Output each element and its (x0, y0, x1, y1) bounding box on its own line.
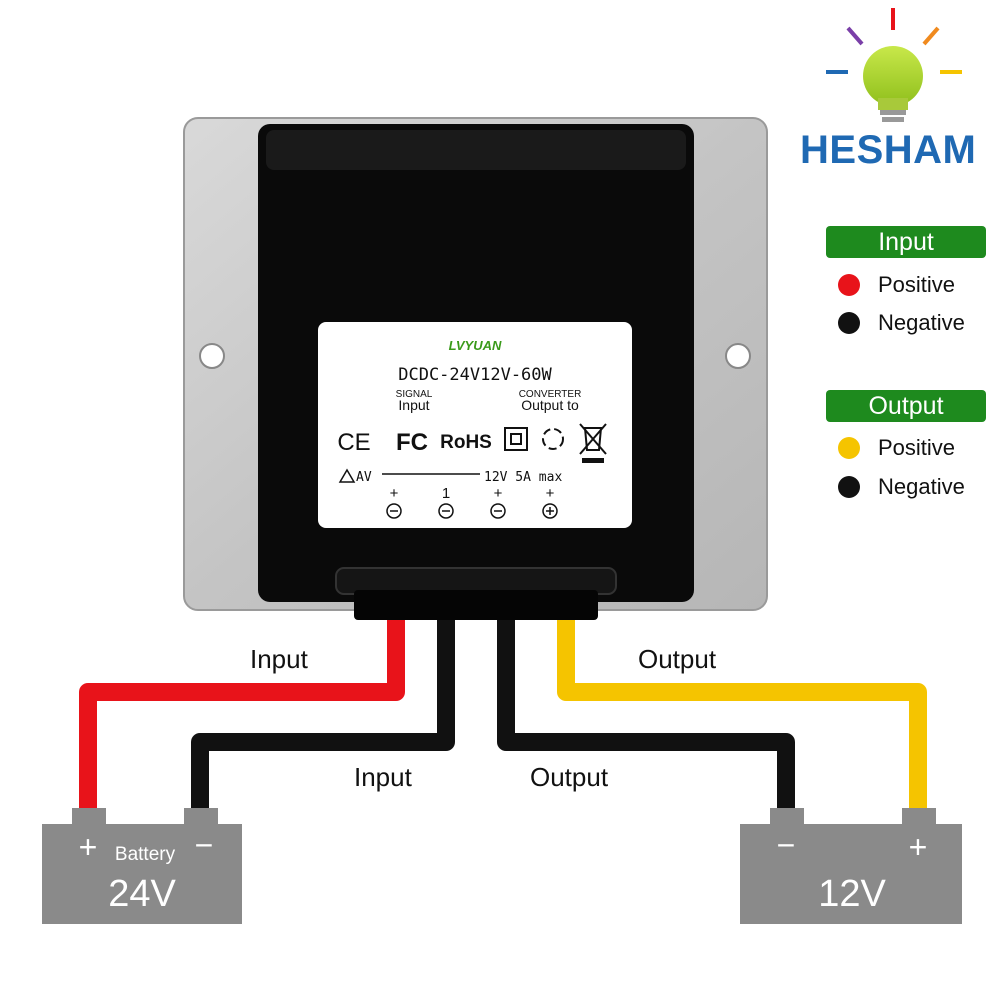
input-battery-terminal-positive (72, 808, 106, 826)
label-output-to: Output to (521, 397, 579, 413)
warning-triangle-icon (338, 468, 356, 483)
output-battery-terminal-positive (902, 808, 936, 826)
black-dot-icon (838, 476, 860, 498)
terminal-sign-3: + (494, 485, 503, 502)
rating-left: AV (356, 470, 372, 485)
input-battery-label: Battery (115, 844, 176, 865)
output-positive-wire-label: Output (638, 644, 717, 674)
cert-rohs: RoHS (440, 432, 492, 453)
minus-circle-icon (490, 503, 506, 519)
recycle-icon (542, 428, 564, 450)
cable-clamp (354, 590, 598, 620)
legend-output-title: Output (826, 390, 986, 422)
input-battery-voltage: 24V (108, 873, 176, 915)
input-negative-wire-label: Input (354, 762, 412, 792)
body-highlight (266, 130, 686, 170)
brand-name: HESHAM (800, 128, 977, 172)
legend-output-positive-label: Positive (878, 435, 956, 460)
legend-output-negative-label: Negative (878, 474, 965, 499)
output-battery-plus: + (909, 829, 928, 865)
output-battery-minus: − (777, 827, 796, 863)
mount-hole-right (725, 343, 751, 369)
input-battery-terminal-negative (184, 808, 218, 826)
minus-circle-icon (438, 503, 454, 519)
double-insulation-icon (504, 427, 528, 451)
label-input: Input (398, 397, 429, 413)
red-dot-icon (838, 274, 860, 296)
lightbulb-icon (826, 8, 962, 122)
legend-input-negative: Negative (838, 308, 965, 338)
output-negative-wire-label: Output (530, 762, 609, 792)
input-battery-minus: − (195, 827, 214, 863)
legend-input-title: Input (826, 226, 986, 258)
cert-ce: CE (337, 429, 370, 456)
label-logo: LVYUAN (449, 338, 502, 353)
legend-output-negative: Negative (838, 472, 965, 502)
legend-input-negative-label: Negative (878, 310, 965, 335)
cert-fc: FC (396, 429, 428, 456)
product-label (318, 322, 632, 528)
weee-bin-icon (579, 423, 607, 463)
label-signal: SIGNAL (396, 389, 433, 400)
output-positive-wire (557, 620, 927, 812)
label-model: DCDC-24V12V-60W (398, 365, 552, 385)
output-negative-wire (497, 620, 795, 812)
legend-output-positive: Positive (838, 433, 955, 463)
input-positive-wire (79, 620, 405, 812)
plus-circle-icon (542, 503, 558, 519)
output-battery-voltage: 12V (818, 873, 886, 915)
input-battery-plus: + (79, 829, 98, 865)
black-dot-icon (838, 312, 860, 334)
legend-input-positive: Positive (838, 270, 955, 300)
label-converter: CONVERTER (519, 389, 582, 400)
yellow-dot-icon (838, 437, 860, 459)
mount-hole-left (199, 343, 225, 369)
input-negative-wire (191, 620, 455, 812)
terminal-sign-2: 1 (442, 485, 450, 502)
output-battery-terminal-negative (770, 808, 804, 826)
minus-circle-icon (386, 503, 402, 519)
legend-input-positive-label: Positive (878, 272, 956, 297)
input-positive-wire-edge (88, 620, 396, 812)
input-positive-wire-label: Input (250, 644, 308, 674)
terminal-sign-1: + (390, 485, 399, 502)
output-battery (740, 824, 962, 924)
rating-right: 12V 5A max (484, 470, 562, 485)
terminal-sign-4: + (546, 485, 555, 502)
input-battery (42, 824, 242, 924)
